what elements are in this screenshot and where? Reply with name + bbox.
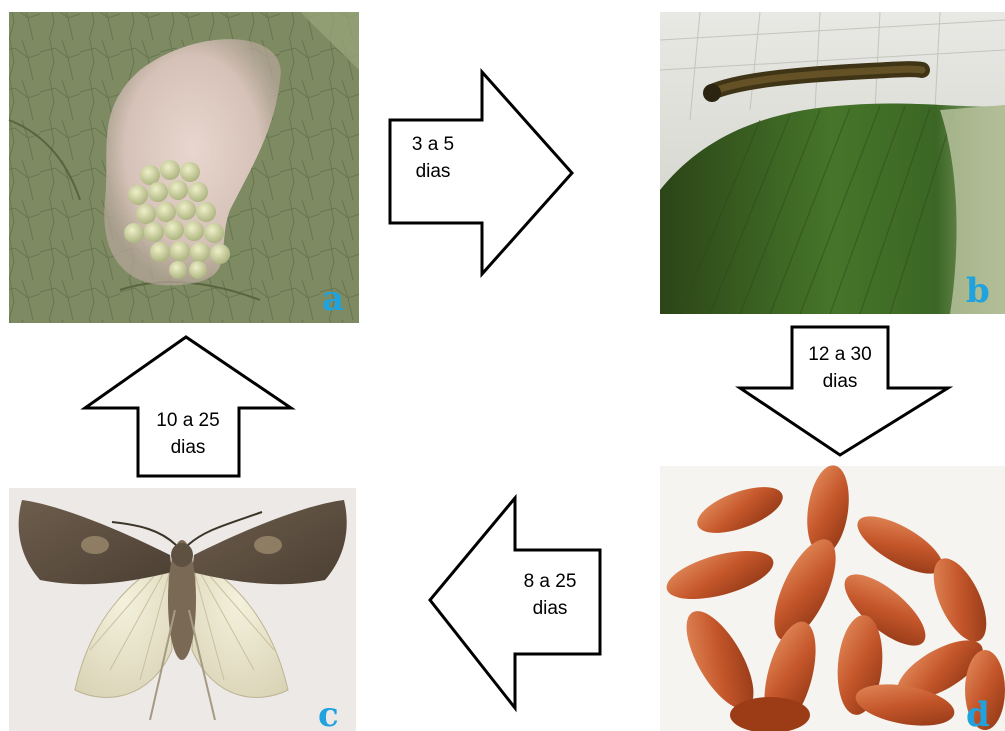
panel-c-moth-photo: c — [9, 488, 356, 731]
panel-d-label: d — [966, 695, 990, 731]
arrow-d-to-c: 8 a 25 dias — [430, 498, 600, 708]
arrow-b-to-d-duration: 12 a 30 — [808, 344, 871, 365]
arrow-b-to-d: 12 a 30 dias — [740, 327, 948, 455]
arrow-a-to-b-unit: dias — [416, 161, 451, 182]
panel-a-label: a — [322, 279, 344, 319]
arrow-a-to-b: 3 a 5 dias — [390, 72, 572, 274]
arrow-c-to-a-duration: 10 a 25 — [156, 410, 219, 431]
arrow-c-to-a-unit: dias — [171, 437, 206, 458]
panel-c-label: c — [318, 695, 339, 731]
panel-b-caterpillar-photo: b — [660, 12, 1005, 314]
panel-b-label: b — [966, 271, 990, 311]
panel-d-pupae-photo: d — [660, 463, 1005, 731]
arrow-a-to-b-duration: 3 a 5 — [412, 134, 454, 155]
panel-a-egg-mass-photo: a — [9, 12, 359, 323]
arrow-d-to-c-duration: 8 a 25 — [524, 571, 577, 592]
arrow-c-to-a: 10 a 25 dias — [85, 337, 291, 476]
arrow-d-to-c-unit: dias — [533, 598, 568, 619]
arrow-b-to-d-unit: dias — [823, 371, 858, 392]
